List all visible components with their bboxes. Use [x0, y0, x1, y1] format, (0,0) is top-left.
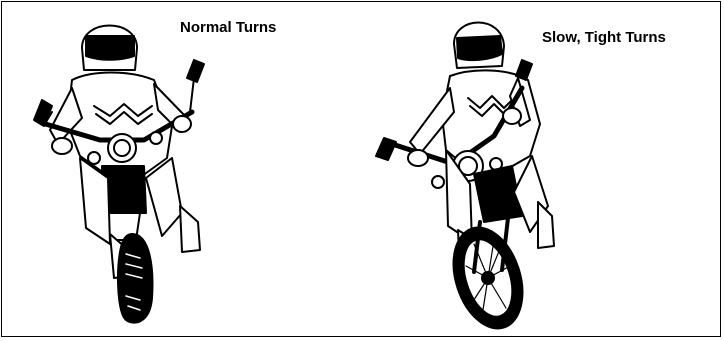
motorcycle-rider-normal-turn-illustration: [22, 8, 242, 338]
figure-frame: Normal Turns Slow, Tight Turns: [1, 1, 721, 337]
motorcycle-rider-slow-tight-turn-illustration: [362, 16, 582, 338]
